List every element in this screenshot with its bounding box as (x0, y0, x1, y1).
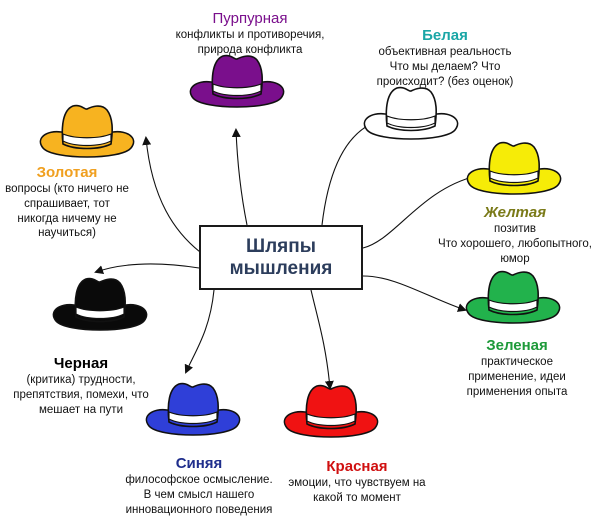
hat-green-icon (465, 270, 561, 324)
hat-label-gold: Золотая вопросы (кто ничего не спрашивае… (0, 163, 134, 241)
arrow-to-red (310, 289, 334, 390)
hat-desc-green: практическое применение, идеи применения… (466, 356, 568, 398)
hat-purple-icon (189, 54, 285, 108)
arrow-to-blue (184, 289, 215, 374)
hat-title-red: Красная (326, 458, 388, 475)
hat-title-white: Белая (422, 27, 468, 44)
hat-band (386, 115, 436, 129)
hat-band (489, 170, 539, 184)
hat-label-red: Красная эмоции, что чувствуем на какой т… (272, 457, 442, 506)
hat-label-blue: Синяя философское осмысление. В чем смыс… (118, 454, 280, 517)
hat-desc-purple: конфликты и противоречия, природа конфли… (175, 29, 325, 56)
hat-title-yellow: Желтая (483, 204, 547, 221)
hat-yellow-icon (466, 141, 562, 195)
hat-desc-yellow: позитив Что хорошего, любопытного, юмор (438, 223, 592, 265)
hat-title-blue: Синяя (175, 455, 223, 472)
hat-title-purple: Пурпурная (212, 10, 288, 27)
hat-band (212, 83, 262, 97)
arrow-to-green (362, 275, 467, 312)
hat-label-purple: Пурпурная конфликты и противоречия, прир… (150, 9, 350, 58)
hat-title-gold: Золотая (36, 164, 98, 181)
hat-desc-gold: вопросы (кто ничего не спрашивает, тот н… (5, 183, 129, 240)
center-title-box: Шляпы мышления (199, 225, 363, 290)
hat-band (75, 306, 125, 320)
hat-desc-white: объективная реальность Что мы делаем? Чт… (376, 46, 514, 88)
arrow-to-black (94, 263, 200, 274)
hat-desc-black: (критика) трудности, препятствия, помехи… (13, 374, 149, 416)
hat-desc-red: эмоции, что чувствуем на какой то момент (288, 477, 426, 504)
hat-band (62, 133, 112, 147)
arrow-to-purple (231, 128, 248, 226)
hat-black-icon (52, 277, 148, 331)
hat-white-icon (363, 86, 459, 140)
hat-title-black: Черная (53, 355, 109, 372)
arrow-to-gold (142, 136, 201, 253)
hat-label-yellow: Желтая позитив Что хорошего, любопытного… (430, 203, 600, 266)
hat-band (488, 299, 538, 313)
hat-band (168, 411, 218, 425)
hat-label-green: Зеленая практическое применение, идеи пр… (442, 336, 592, 399)
hat-red-icon (283, 384, 379, 438)
hat-label-black: Черная (критика) трудности, препятствия,… (6, 354, 156, 417)
arrow-to-white (321, 120, 377, 226)
hat-title-green: Зеленая (486, 337, 548, 354)
hat-label-white: Белая объективная реальность Что мы дела… (360, 26, 530, 89)
hat-blue-icon (145, 382, 241, 436)
arrow-to-yellow (362, 173, 478, 249)
hat-gold-icon (39, 104, 135, 158)
hat-desc-blue: философское осмысление. В чем смысл наше… (125, 474, 273, 516)
hat-band (306, 413, 356, 427)
